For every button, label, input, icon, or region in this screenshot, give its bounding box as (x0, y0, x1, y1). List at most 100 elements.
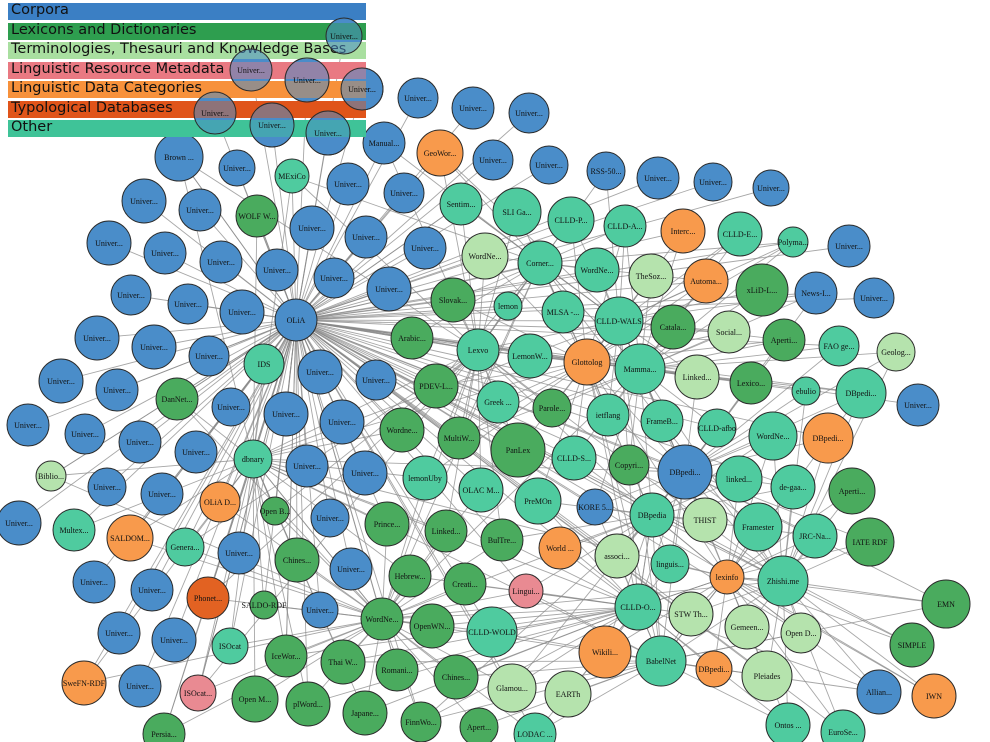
graph-node[interactable]: Univer... (188, 335, 230, 377)
graph-node[interactable]: Univer... (151, 617, 197, 663)
graph-node[interactable]: associ... (594, 533, 640, 579)
graph-node[interactable]: Univer... (87, 467, 127, 507)
graph-node[interactable]: Univer... (255, 248, 299, 292)
graph-node[interactable]: IceWor... (264, 634, 308, 678)
graph-node[interactable]: Aperti... (762, 318, 806, 362)
graph-node[interactable]: Univer... (289, 205, 335, 251)
graph-node[interactable]: Thai W... (320, 639, 366, 685)
graph-node[interactable]: ebulio (791, 376, 821, 406)
graph-node[interactable]: Catala... (650, 304, 696, 350)
graph-node[interactable]: Lexvo (456, 328, 500, 372)
graph-node[interactable]: DBpedi... (695, 650, 733, 688)
graph-node[interactable]: Univer... (366, 266, 412, 312)
graph-node[interactable]: Univer... (178, 188, 222, 232)
graph-node[interactable]: Aperti... (828, 467, 876, 515)
graph-node[interactable]: CLLD-P... (547, 196, 595, 244)
graph-node[interactable]: SALDOM... (106, 514, 154, 562)
graph-node[interactable]: Univer... (86, 220, 132, 266)
graph-node[interactable]: LemonW... (507, 333, 553, 379)
graph-node[interactable]: Univer... (64, 413, 106, 455)
graph-node[interactable]: LODAC ... (513, 712, 557, 742)
graph-node[interactable]: PanLex (490, 422, 546, 478)
graph-node[interactable]: Univer... (636, 156, 680, 200)
graph-node[interactable]: Univer... (110, 274, 152, 316)
graph-node[interactable]: Chines... (274, 537, 320, 583)
graph-node[interactable]: Univer... (313, 257, 355, 299)
graph-node[interactable]: IATE RDF (845, 517, 895, 567)
graph-node[interactable]: MExiCo (274, 158, 310, 194)
graph-node[interactable]: DBpedi... (657, 444, 713, 500)
graph-node[interactable]: ietflang (586, 393, 630, 437)
graph-node[interactable]: THIST (682, 497, 728, 543)
graph-node[interactable]: SweFN-RDF (61, 660, 107, 706)
graph-node[interactable]: WordNe... (574, 247, 620, 293)
legend-item[interactable]: Lexicons and Dictionaries (8, 22, 366, 40)
graph-node[interactable]: MLSA -... (541, 290, 585, 334)
legend-item[interactable]: Corpora (8, 2, 366, 20)
graph-node[interactable]: Univer... (6, 403, 50, 447)
graph-node[interactable]: Automa... (683, 258, 729, 304)
graph-node[interactable]: MultiW... (437, 416, 481, 460)
graph-node[interactable]: Pleiades (741, 650, 793, 702)
graph-node[interactable]: Univer... (693, 162, 733, 202)
graph-node[interactable]: FrameB... (640, 399, 684, 443)
graph-node[interactable]: Corner... (517, 240, 563, 286)
legend-item[interactable]: Terminologies, Thesauri and Knowledge Ba… (8, 41, 366, 59)
graph-node[interactable]: Univer... (97, 611, 141, 655)
graph-node[interactable]: Chines... (433, 654, 479, 700)
graph-node[interactable]: Manual... (362, 121, 406, 165)
graph-node[interactable]: Creati... (443, 562, 487, 606)
graph-node[interactable]: ISOcat... (179, 674, 217, 712)
graph-node[interactable]: KORE 5... (576, 488, 614, 526)
graph-node[interactable]: Greek ... (476, 380, 520, 424)
graph-node[interactable]: Univer... (329, 547, 373, 591)
graph-node[interactable]: Biblio... (35, 460, 67, 492)
graph-node[interactable]: Univer... (285, 444, 329, 488)
graph-node[interactable]: TheSoz... (628, 253, 674, 299)
graph-node[interactable]: FinnWo... (400, 701, 442, 742)
graph-node[interactable]: Univer... (174, 430, 218, 474)
graph-node[interactable]: lexinfo (709, 559, 745, 595)
graph-node[interactable]: Framester (733, 502, 783, 552)
graph-node[interactable]: Univer... (529, 145, 569, 185)
graph-node[interactable]: GeoWor... (416, 129, 464, 177)
graph-node[interactable]: Univer... (326, 162, 370, 206)
graph-node[interactable]: OLiA D... (199, 481, 241, 523)
graph-node[interactable]: Univer... (342, 450, 388, 496)
graph-node[interactable]: Univer... (74, 315, 120, 361)
graph-node[interactable]: CLLD-A... (603, 204, 647, 248)
graph-node[interactable]: BabelNet (635, 635, 687, 687)
graph-node[interactable]: CLLD-O... (614, 583, 662, 631)
graph-node[interactable]: World ... (538, 526, 582, 570)
graph-node[interactable]: News-I... (794, 271, 838, 315)
graph-node[interactable]: Zhishi.me (757, 555, 809, 607)
graph-node[interactable]: Romani... (375, 648, 419, 692)
legend-item[interactable]: Linguistic Resource Metadata (8, 61, 366, 79)
graph-node[interactable]: Open M... (231, 675, 279, 723)
graph-node[interactable]: PDEV-L... (413, 363, 459, 409)
graph-node[interactable]: DBpedi... (802, 412, 854, 464)
graph-node[interactable]: DBpedi... (835, 367, 887, 419)
graph-node[interactable]: Open B... (260, 496, 291, 526)
graph-node[interactable]: OLAC M... (458, 467, 504, 513)
graph-node[interactable]: Univer... (344, 215, 388, 259)
graph-node[interactable]: Interc... (660, 208, 706, 254)
graph-node[interactable]: dbnary (233, 439, 273, 479)
graph-node[interactable]: Univer... (131, 324, 177, 370)
graph-node[interactable]: Univer... (121, 178, 167, 224)
graph-node[interactable]: Univer... (118, 664, 162, 708)
graph-node[interactable]: IWN (911, 673, 957, 719)
graph-node[interactable]: Genera... (165, 527, 205, 567)
graph-node[interactable]: Glamou... (487, 663, 537, 713)
graph-node[interactable]: Univer... (451, 86, 495, 130)
graph-node[interactable]: Univer... (853, 277, 895, 319)
graph-node[interactable]: Copyri... (608, 444, 650, 486)
graph-node[interactable]: Phonet... (186, 576, 230, 620)
graph-node[interactable]: Wordne... (379, 407, 425, 453)
graph-node[interactable]: xLiD-L... (735, 263, 789, 317)
graph-node[interactable]: Univer... (143, 231, 187, 275)
graph-node[interactable]: Allian... (856, 669, 902, 715)
graph-node[interactable]: ISOcat (211, 627, 249, 665)
graph-node[interactable]: Prince... (364, 501, 410, 547)
